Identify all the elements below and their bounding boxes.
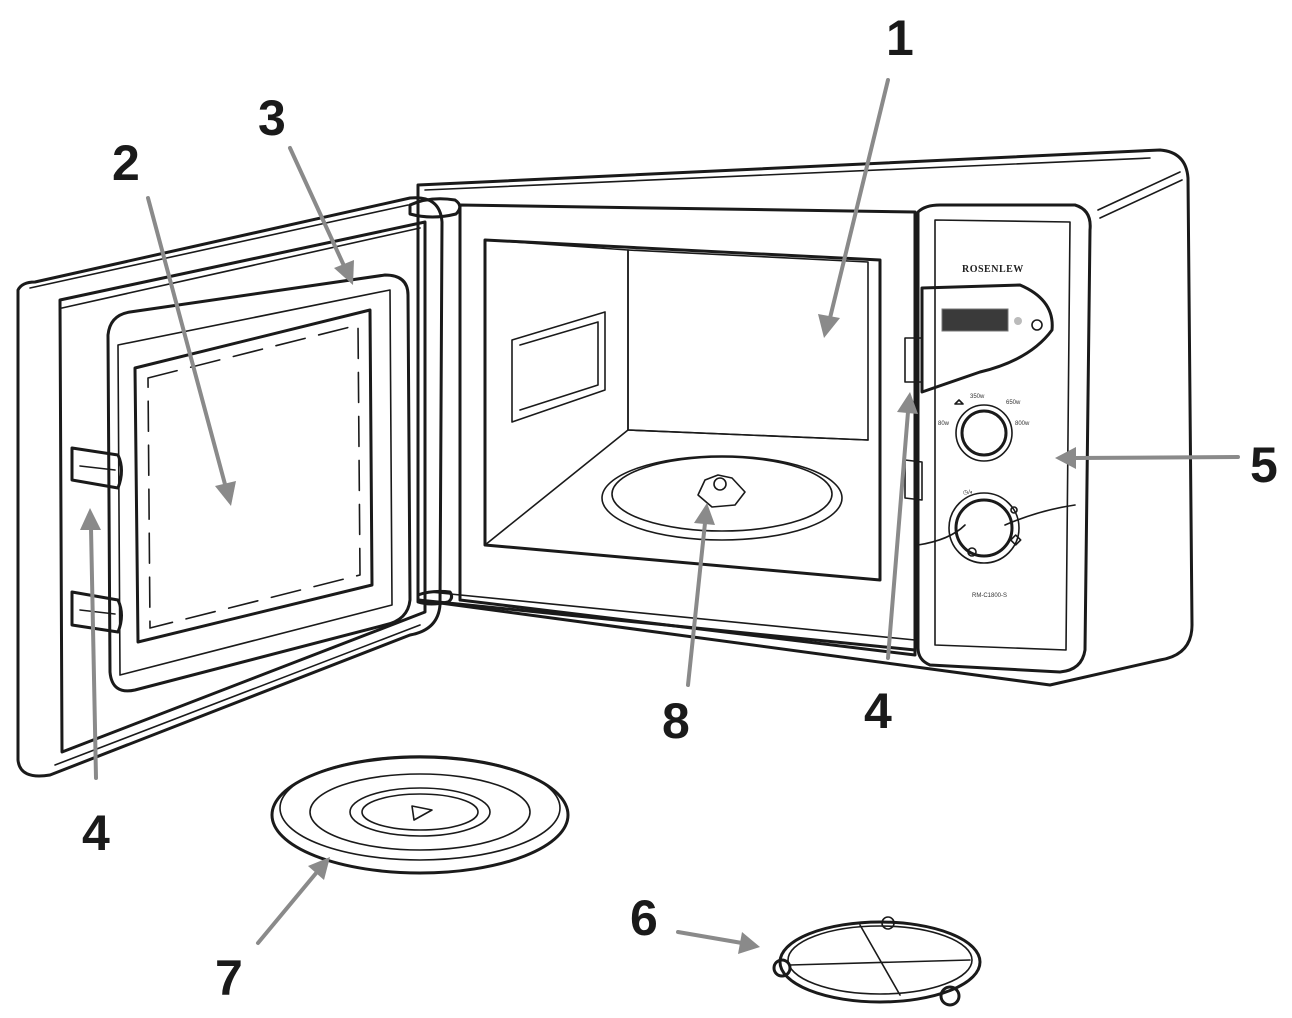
callout-1: 1	[886, 10, 914, 66]
callout-3: 3	[258, 90, 286, 146]
door-latch-top	[70, 446, 123, 490]
microwave-body	[408, 148, 1194, 687]
display-screen	[941, 308, 1009, 332]
power-level-80w: 80w	[938, 421, 950, 427]
power-icon	[1031, 319, 1043, 331]
power-level-650w: 650w	[1006, 400, 1021, 406]
callout-arrows	[80, 78, 1240, 954]
callout-4-door: 4	[82, 805, 110, 861]
tray-coupler-icon	[411, 805, 433, 821]
callout-5: 5	[1250, 437, 1278, 493]
diamond-icon	[1009, 534, 1022, 546]
power-level-knob[interactable]: 80w 350w 650w 800w	[938, 394, 1030, 462]
start-button[interactable]	[1014, 317, 1022, 325]
microwave-door	[16, 196, 444, 778]
defrost-icon	[954, 399, 964, 405]
callout-labels: 1 2 3 4 4 5 6 7 8	[82, 10, 1278, 1006]
dot-icon	[1010, 506, 1018, 514]
callout-2: 2	[112, 135, 140, 191]
timer-knob[interactable]: ◷/◐	[917, 490, 1076, 564]
door-latch-bottom	[70, 590, 123, 634]
control-panel: ROSENLEW 80w 350w 650w 800w ◷/◐ RM-C1800…	[916, 203, 1092, 674]
power-level-350w: 350w	[970, 394, 985, 400]
door-window	[133, 308, 374, 644]
callout-7: 7	[215, 950, 243, 1006]
door-seal	[106, 273, 412, 693]
display-panel	[920, 283, 1054, 394]
callout-8: 8	[662, 693, 690, 749]
roller-ring	[772, 916, 982, 1007]
glass-tray	[270, 755, 570, 875]
model-label: RM-C1800-S	[972, 593, 1007, 599]
timer-icon	[967, 547, 977, 557]
timer-symbol: ◷/◐	[963, 490, 974, 496]
brand-label: ROSENLEW	[962, 264, 1024, 275]
callout-6: 6	[630, 890, 658, 946]
power-level-800w: 800w	[1015, 421, 1030, 427]
callout-4-body: 4	[864, 683, 892, 739]
